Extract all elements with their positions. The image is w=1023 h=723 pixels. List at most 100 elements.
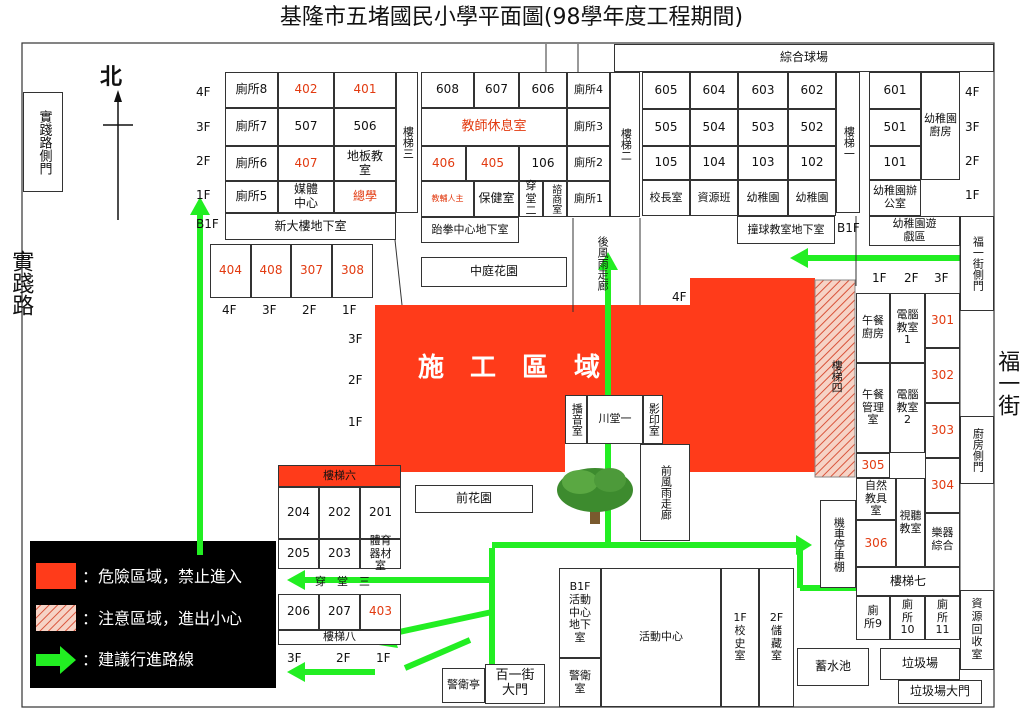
room: 106	[519, 146, 567, 181]
room: 305	[856, 453, 890, 478]
room: 廁所10	[890, 596, 925, 640]
floor-label: B1F	[196, 217, 219, 231]
courtyard: 中庭花園	[421, 257, 567, 287]
room: 諮商室	[543, 181, 567, 217]
stair4: 樓梯四	[830, 360, 844, 393]
map-title: 基隆市五堵國民小學平面圖(98學年度工程期間)	[279, 5, 744, 30]
floor-label: 1F	[348, 415, 363, 429]
room: 206	[278, 594, 319, 630]
room: 幼稚園	[738, 180, 788, 216]
room: 廁所9	[856, 596, 890, 640]
room: 視聽教室	[896, 478, 925, 567]
floor-label: 2F	[904, 271, 919, 285]
hall3: 穿 堂 三	[315, 575, 370, 588]
guard-booth: 警衛亭	[442, 668, 485, 703]
floor-label: B1F	[837, 221, 860, 235]
room: 地板教室	[334, 146, 396, 181]
room: 校長室	[642, 180, 690, 216]
room: 資源回收室	[960, 590, 994, 670]
stair7: 樓梯七	[856, 567, 960, 596]
floor-label: 2F	[336, 651, 351, 665]
stair3: 樓梯三	[396, 72, 418, 213]
room: 401	[334, 72, 396, 108]
room: 607	[474, 72, 519, 108]
floor-label: 3F	[287, 651, 302, 665]
room: 101	[869, 146, 921, 180]
room: 播音室	[565, 395, 587, 444]
legend-danger: ：危險區域，禁止進入	[82, 567, 243, 586]
legend-route-swatch	[36, 646, 76, 674]
room: 503	[738, 109, 788, 146]
floor-label: 3F	[934, 271, 949, 285]
room: B1F活動中心地下室	[559, 568, 601, 658]
room: 自然教具室	[856, 478, 896, 520]
room: 501	[869, 109, 921, 146]
room: 307	[291, 244, 332, 298]
floor-label: 2F	[965, 154, 980, 168]
room: 1F校史室	[721, 568, 759, 707]
room: 廁所3	[567, 108, 610, 146]
room: 104	[690, 146, 738, 180]
room: 402	[278, 72, 334, 108]
room: 403	[360, 594, 401, 630]
room: 2F儲藏室	[759, 568, 794, 707]
room: 205	[278, 539, 319, 569]
room: 廁所2	[567, 146, 610, 181]
room: 306	[856, 520, 896, 567]
sports-field: 綜合球場	[614, 44, 994, 72]
room: 505	[642, 109, 690, 146]
room: 502	[788, 109, 836, 146]
road-right: 福一街	[994, 350, 1020, 416]
room: 幼稚園廚房	[921, 72, 960, 180]
room: 資源班	[690, 180, 738, 216]
floor-label: 3F	[965, 120, 980, 134]
north-arrow-head	[114, 90, 122, 102]
room: 廁所7	[225, 108, 278, 146]
main-gate: 百一街大門	[485, 664, 545, 704]
floor-label: 4F	[196, 85, 211, 99]
garbage-gate: 垃圾場大門	[898, 680, 982, 704]
room: 午餐廚房	[856, 293, 890, 363]
floor-label: 2F	[196, 154, 211, 168]
floor-label: 4F	[672, 290, 687, 304]
room: 撞球教室地下室	[737, 216, 835, 244]
room: 廁所1	[567, 181, 610, 217]
floor-label: 1F	[342, 303, 357, 317]
room: 前風雨走廊	[640, 444, 690, 541]
room: 102	[788, 146, 836, 180]
room: 404	[210, 244, 251, 298]
room: 105	[642, 146, 690, 180]
right-gate: 福一街側門	[960, 216, 994, 311]
north-label: 北	[100, 65, 123, 90]
legend-caution-swatch	[36, 605, 76, 631]
room: 301	[925, 293, 960, 348]
room: 體育器材室	[360, 534, 401, 572]
room: 保健室	[474, 181, 519, 217]
pool: 蓄水池	[797, 648, 869, 686]
room: 207	[319, 594, 360, 630]
legend-caution: ：注意區域，進出小心	[82, 609, 243, 628]
tree-icon	[557, 468, 633, 524]
floor-label: 4F	[965, 85, 980, 99]
legend-danger-swatch	[36, 563, 76, 589]
floor-label: 4F	[222, 303, 237, 317]
floor-label: 2F	[302, 303, 317, 317]
floor-label: 1F	[376, 651, 391, 665]
stair1: 樓梯一	[836, 72, 860, 213]
room: 廁所11	[925, 596, 960, 640]
room: 幼稚園辦公室	[869, 180, 921, 216]
room: 506	[334, 108, 396, 146]
floor-label: 3F	[196, 120, 211, 134]
floor-label: 3F	[262, 303, 277, 317]
room: 幼稚園遊戲區	[869, 216, 960, 246]
room: 606	[519, 72, 567, 108]
room: 103	[738, 146, 788, 180]
room: 活動中心	[601, 568, 721, 707]
room: 廁所6	[225, 146, 278, 181]
room: 406	[421, 146, 466, 181]
room: 303	[925, 403, 960, 458]
room: 媒體中心	[278, 181, 334, 213]
room: 302	[925, 348, 960, 403]
construction-west	[375, 305, 565, 472]
